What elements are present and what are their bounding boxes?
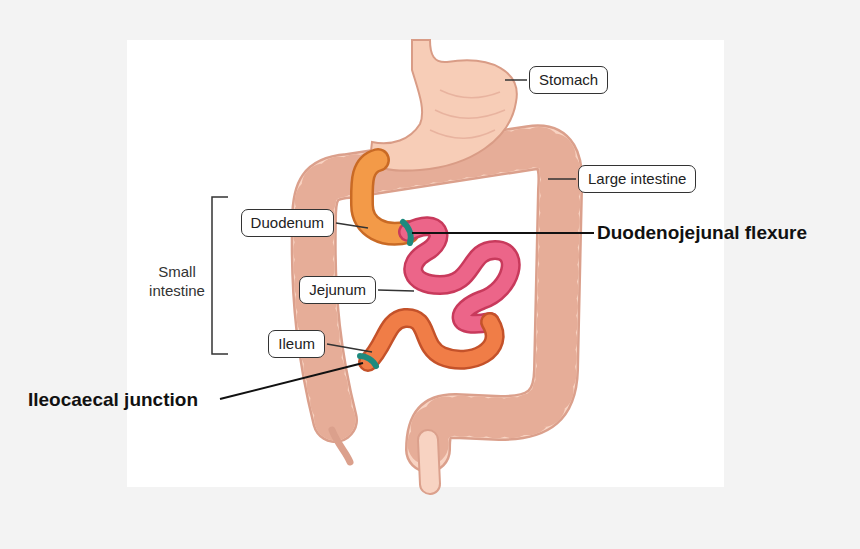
leader-line xyxy=(220,363,363,399)
leader-line xyxy=(548,178,576,180)
box-label: Jejunum xyxy=(309,281,366,299)
label-box: Stomach xyxy=(529,66,608,94)
leader-line xyxy=(412,232,594,234)
ileum-outline xyxy=(368,318,495,362)
junction-marker xyxy=(360,356,376,366)
bracket xyxy=(212,197,228,354)
flexure-marker xyxy=(403,222,411,243)
appendix xyxy=(332,430,350,462)
leader-line xyxy=(327,344,372,352)
label-box: Jejunum xyxy=(299,276,376,304)
white-panel xyxy=(127,40,724,487)
box-label: Ileum xyxy=(278,335,315,353)
jejunum-outline xyxy=(408,226,511,324)
leader-line xyxy=(336,223,368,228)
box-label: Large intestine xyxy=(588,170,686,188)
rectum xyxy=(428,440,430,484)
stomach-folds xyxy=(430,90,505,138)
ileum xyxy=(368,318,495,362)
jejunum xyxy=(408,226,511,324)
stomach xyxy=(370,40,517,171)
rectum-outline xyxy=(428,440,430,484)
callout-label: Duodenojejunal flexure xyxy=(597,222,807,244)
label-box: Ileum xyxy=(268,330,325,358)
box-label: Duodenum xyxy=(251,214,324,232)
callout-label: Ileocaecal junction xyxy=(28,389,198,411)
box-label: Stomach xyxy=(539,71,598,89)
leader-line xyxy=(505,79,527,81)
label-box: Large intestine xyxy=(578,165,696,193)
label-box: Duodenum xyxy=(241,209,334,237)
leader-line xyxy=(378,290,414,291)
group-label: Small intestine xyxy=(141,262,213,300)
